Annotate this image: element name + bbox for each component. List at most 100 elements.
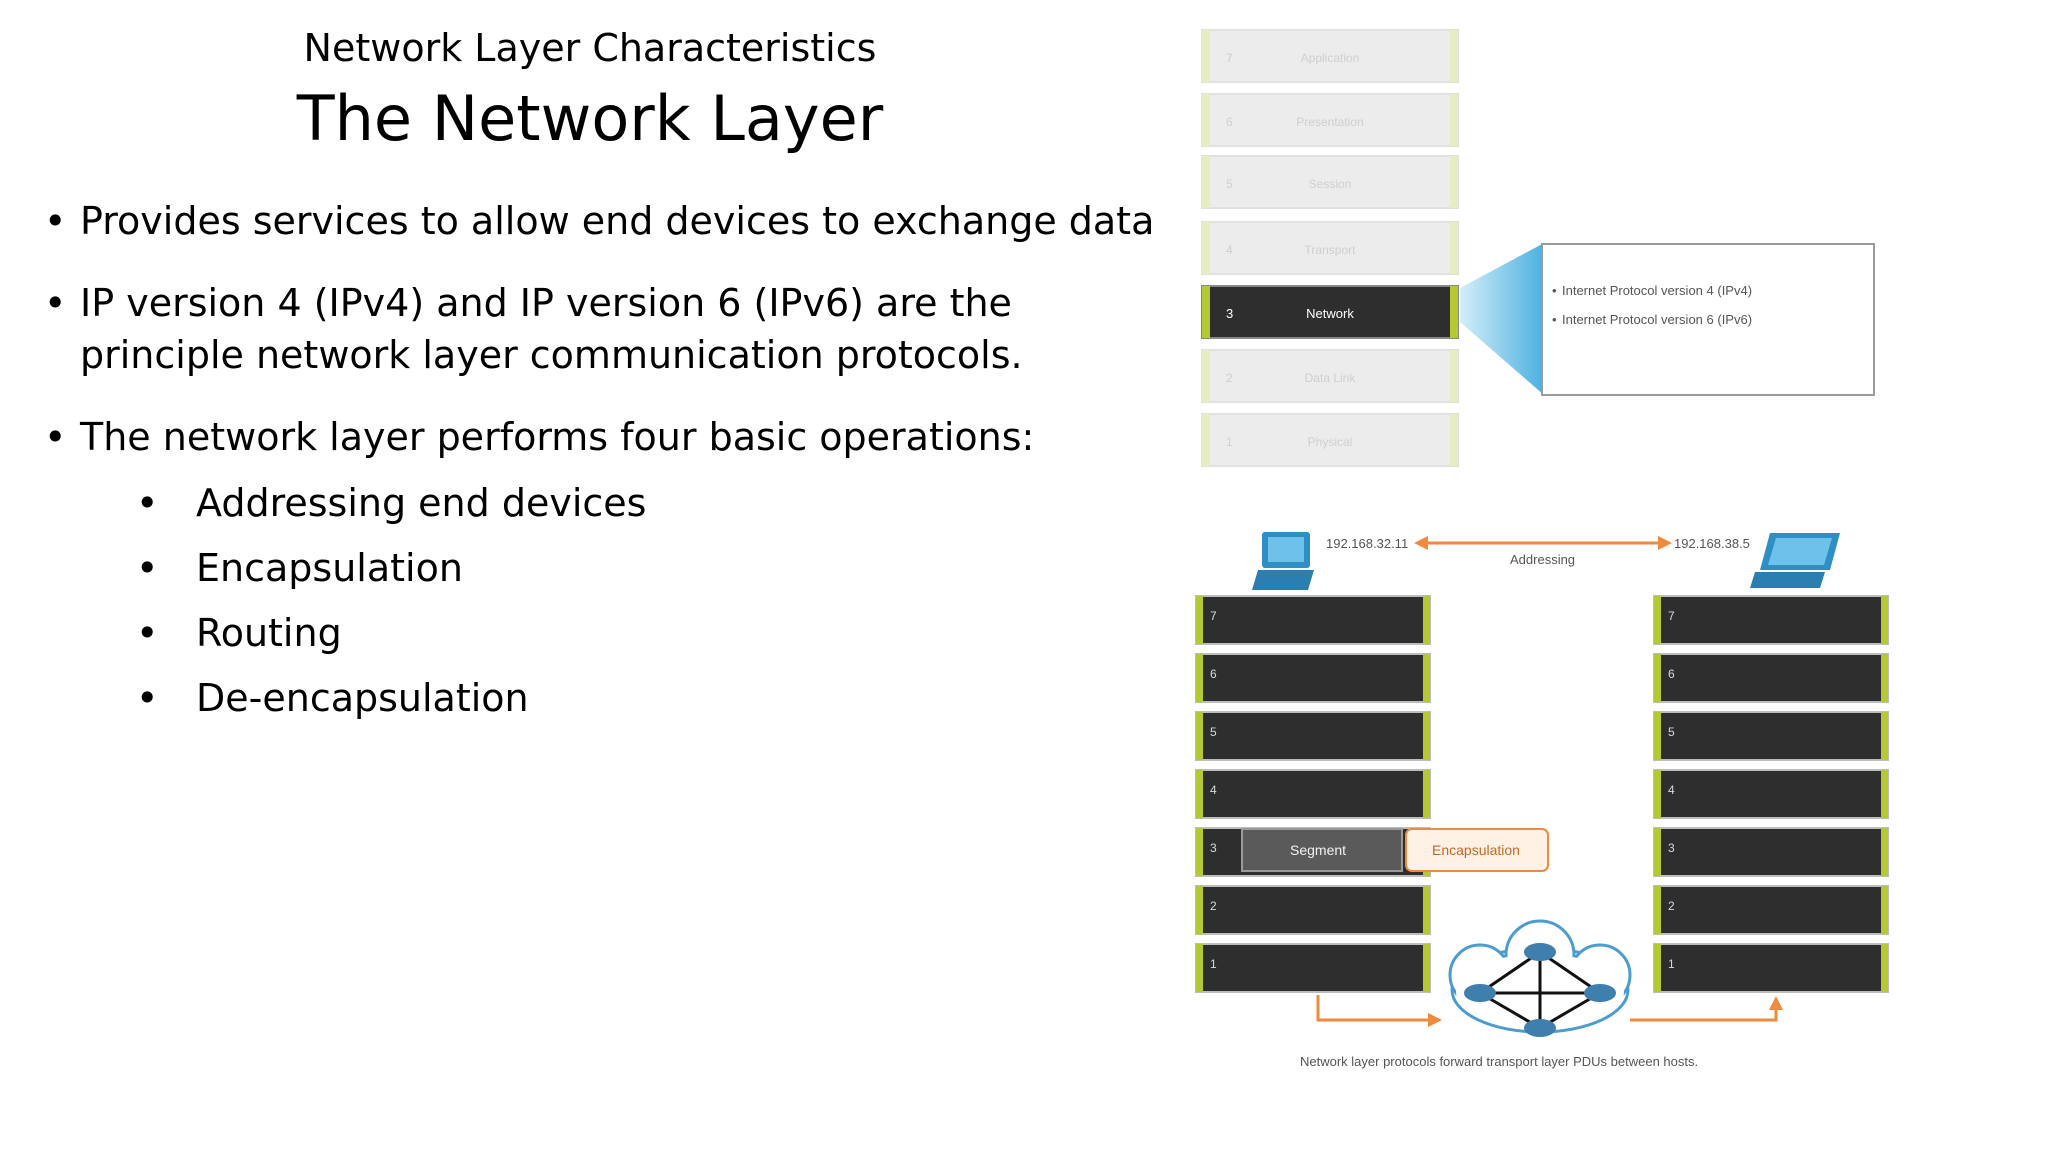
host-layer-accent — [1423, 654, 1430, 702]
forward-arrow-left — [1316, 995, 1430, 1022]
host-layer-accent — [1196, 944, 1203, 992]
host-layer-accent — [1196, 654, 1203, 702]
network-layer-figure: Internet Protocol version 4 (IPv4) Inter… — [1180, 0, 2048, 1152]
left-host-layer-1: 1 — [1195, 943, 1431, 993]
host-layer-block — [1195, 711, 1431, 761]
host-layer-accent — [1196, 828, 1203, 876]
host-layer-accent — [1881, 828, 1888, 876]
host-layer-block — [1195, 943, 1431, 993]
osi-layer-name: Presentation — [1296, 115, 1363, 129]
osi-layer-accent — [1450, 222, 1458, 274]
left-host-layer-4: 4 — [1195, 769, 1431, 819]
host-layer-number: 4 — [1668, 783, 1675, 797]
laptop-icon — [1252, 532, 1314, 590]
host-layer-block — [1653, 595, 1889, 645]
slide-subtitle: Network Layer Characteristics — [303, 26, 877, 70]
callout-cone — [1460, 243, 1544, 395]
osi-layer-accent — [1202, 414, 1210, 466]
bullet-list: Provides services to allow end devices t… — [44, 195, 1174, 737]
host-layer-accent — [1881, 770, 1888, 818]
osi-layer-number: 6 — [1226, 115, 1233, 129]
host-layer-block — [1653, 827, 1889, 877]
osi-layer-accent — [1450, 350, 1458, 402]
arrow-head-right — [1658, 536, 1672, 550]
osi-layer-accent — [1450, 414, 1458, 466]
right-host-layer-3: 3 — [1653, 827, 1889, 877]
host-layer-accent — [1654, 654, 1661, 702]
host-layer-block — [1653, 769, 1889, 819]
osi-stack: Internet Protocol version 4 (IPv4) Inter… — [1460, 243, 1875, 396]
osi-layer-accent — [1202, 286, 1210, 338]
right-host-layer-1: 1 — [1653, 943, 1889, 993]
osi-layer-number: 7 — [1226, 51, 1233, 65]
host-layer-number: 7 — [1668, 609, 1675, 623]
arrow-head-up — [1769, 996, 1783, 1010]
right-host-layer-2: 2 — [1653, 885, 1889, 935]
left-host-layer-7: 7 — [1195, 595, 1431, 645]
osi-layer-application: 7 Application — [1201, 29, 1459, 83]
left-host-layer-2: 2 — [1195, 885, 1431, 935]
host-layer-accent — [1654, 596, 1661, 644]
left-host-layer-5: 5 — [1195, 711, 1431, 761]
osi-layer-name: Transport — [1305, 243, 1357, 257]
host-layer-number: 5 — [1668, 725, 1675, 739]
callout-bullet: • — [1552, 312, 1557, 327]
osi-layer-name: Data Link — [1305, 371, 1357, 385]
osi-layer-name: Physical — [1308, 435, 1353, 449]
host-layer-accent — [1423, 770, 1430, 818]
bullet-item: Provides services to allow end devices t… — [44, 195, 1174, 247]
arrow-head-left — [1414, 536, 1428, 550]
segment-block — [1241, 828, 1403, 872]
callout-bullet: • — [1552, 283, 1557, 298]
osi-layer-number: 4 — [1226, 243, 1233, 257]
host-layer-number: 3 — [1210, 841, 1217, 855]
callout-item: Internet Protocol version 6 (IPv6) — [1562, 312, 1752, 327]
right-ip-address: 192.168.38.5 — [1674, 536, 1750, 551]
sub-bullet-item: De-encapsulation — [44, 672, 1174, 724]
osi-layer-number: 3 — [1226, 306, 1233, 321]
addressing-label: Addressing — [1510, 552, 1575, 567]
osi-layer-accent — [1202, 156, 1210, 208]
host-layer-block — [1195, 595, 1431, 645]
osi-layer-name: Session — [1309, 177, 1352, 191]
osi-layer-presentation: 6 Presentation — [1201, 93, 1459, 147]
host-layer-accent — [1881, 886, 1888, 934]
osi-layer-block — [1201, 285, 1459, 339]
host-layer-number: 2 — [1210, 899, 1217, 913]
host-layer-block — [1653, 943, 1889, 993]
osi-layer-accent — [1202, 30, 1210, 82]
right-host-layer-5: 5 — [1653, 711, 1889, 761]
host-layer-block — [1653, 653, 1889, 703]
host-layer-accent — [1654, 712, 1661, 760]
host-layer-block — [1195, 769, 1431, 819]
host-layer-accent — [1196, 596, 1203, 644]
communication-diagram: 192.168.32.11 192.168.38.5 Addressing 76… — [1195, 532, 1889, 1069]
host-layer-number: 7 — [1210, 609, 1217, 623]
host-layer-accent — [1196, 712, 1203, 760]
callout-item: Internet Protocol version 4 (IPv4) — [1562, 283, 1752, 298]
osi-layer-accent — [1450, 286, 1458, 338]
segment-label: Segment — [1290, 842, 1346, 858]
osi-layer-block — [1201, 29, 1459, 83]
figure-canvas: Internet Protocol version 4 (IPv4) Inter… — [1195, 29, 1889, 1069]
osi-layer-accent — [1450, 94, 1458, 146]
arrow-head-right — [1428, 1013, 1442, 1027]
host-layer-accent — [1881, 596, 1888, 644]
host-layer-number: 6 — [1668, 667, 1675, 681]
slide-title: The Network Layer — [296, 82, 884, 155]
right-host-layer-7: 7 — [1653, 595, 1889, 645]
host-layer-number: 5 — [1210, 725, 1217, 739]
osi-layer-accent — [1202, 222, 1210, 274]
host-layer-number: 1 — [1210, 957, 1217, 971]
osi-layer-name: Application — [1301, 51, 1360, 65]
host-layer-accent — [1196, 886, 1203, 934]
encapsulation-badge — [1405, 828, 1549, 872]
host-layer-block — [1195, 653, 1431, 703]
sub-bullet-item: Addressing end devices — [44, 477, 1174, 529]
osi-layer-transport: 4 Transport — [1201, 221, 1459, 275]
diagram-caption: Network layer protocols forward transpor… — [1300, 1054, 1698, 1069]
host-layer-accent — [1881, 654, 1888, 702]
